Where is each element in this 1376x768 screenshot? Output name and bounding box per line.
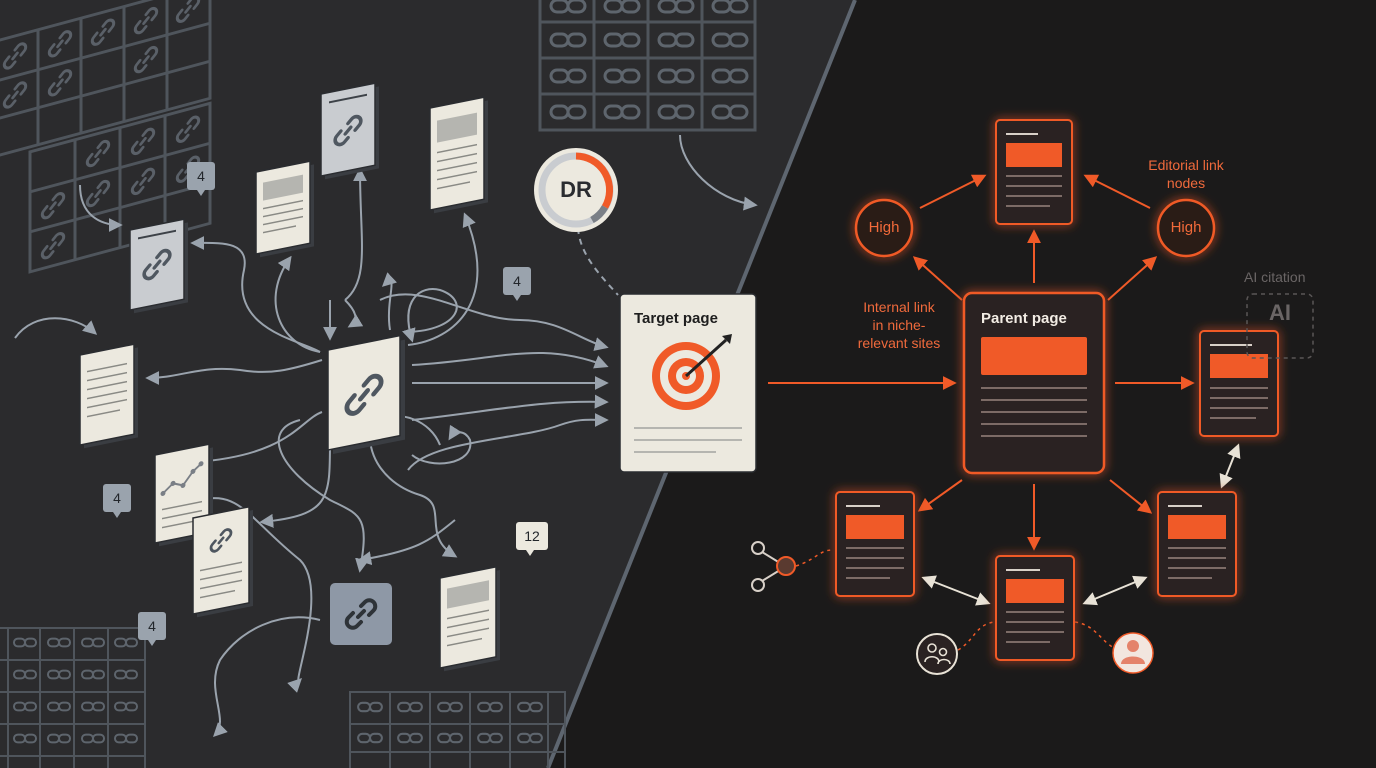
share-icon: [751, 541, 781, 592]
high-circle-left: [854, 198, 914, 258]
doc-link-7: [192, 505, 253, 618]
doc-text-2: [255, 160, 314, 258]
high-label-left: High: [868, 219, 900, 236]
count-badge-4: 12: [516, 522, 548, 556]
target-page-card: [619, 293, 757, 473]
card-bottom-right: [1157, 491, 1237, 597]
group-icon: [916, 633, 958, 675]
editorial-link-label: Editorial link nodes: [1148, 157, 1224, 191]
card-bottom-center: [995, 555, 1075, 661]
count-badge-3: 4: [103, 484, 131, 518]
ai-box-label: AI: [1269, 300, 1291, 325]
doc-text-8: [439, 565, 500, 672]
grid-topcenter: [538, 0, 757, 132]
white-arrows: [921, 443, 1241, 606]
count-badge-2: 4: [503, 267, 531, 301]
parent-page-lines: [981, 387, 1087, 437]
doc-text-5: [79, 343, 138, 449]
parent-page-title: Parent page: [981, 310, 1067, 327]
high-circle-right: [1156, 198, 1216, 258]
doc-link-1: [129, 218, 188, 314]
doc-link-3: [320, 82, 379, 180]
ai-citation-label: AI citation: [1244, 269, 1306, 285]
target-page-title: Target page: [634, 310, 718, 327]
grid-bottomcenter: [349, 691, 566, 768]
user-icon: [1112, 632, 1154, 674]
high-label-right: High: [1170, 219, 1202, 236]
link-tile: [330, 583, 392, 645]
card-bottom-left: [835, 491, 915, 597]
dotted-links: [795, 549, 1115, 651]
internal-link-label: Internal link in niche- relevant sites: [857, 299, 941, 351]
count-badge-1: 4: [187, 162, 215, 196]
ai-citation-box: [1246, 293, 1314, 359]
grid-bottomleft: [0, 627, 146, 768]
right-arrows: [768, 174, 1195, 551]
parent-page-banner: [981, 337, 1087, 375]
card-top: [995, 119, 1073, 225]
card-right: [1199, 330, 1279, 437]
dr-dashed-link: [577, 227, 619, 296]
target-icon: [652, 334, 732, 410]
share-icon-node: [776, 556, 796, 576]
left-arrows: [14, 134, 758, 737]
doc-link-center: [327, 334, 405, 454]
count-badge-5: 4: [138, 612, 166, 646]
dr-label: DR: [560, 177, 592, 202]
dr-gauge-icon: [534, 148, 618, 232]
doc-text-4: [429, 96, 488, 214]
